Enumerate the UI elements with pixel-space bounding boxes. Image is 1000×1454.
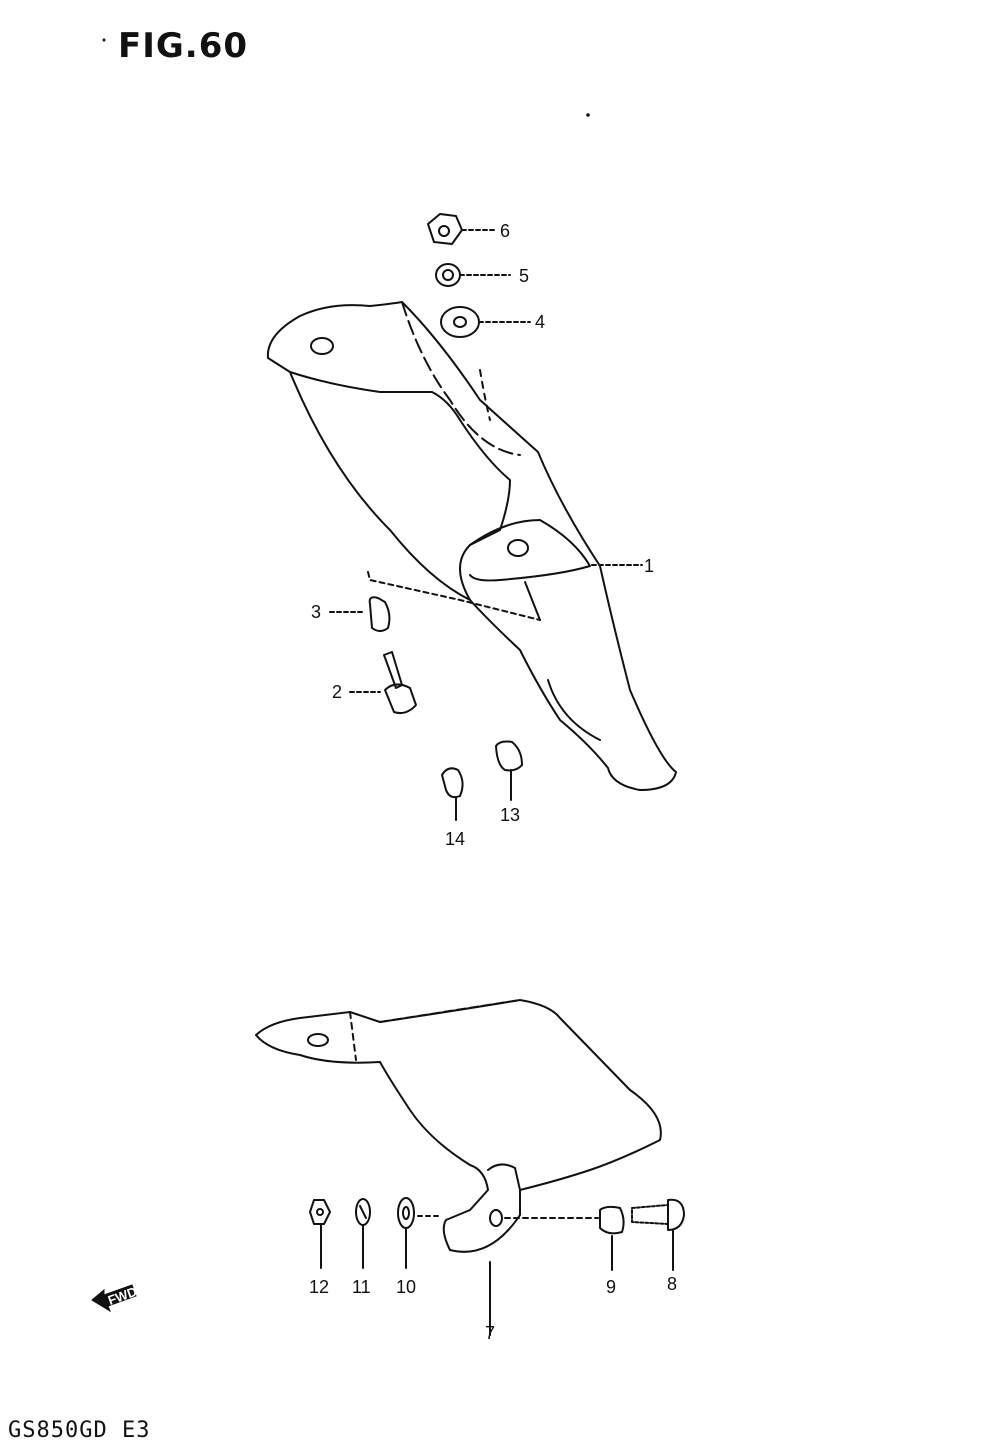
hex-bolt-part [631,1198,685,1271]
callout-14: 14 [445,829,465,849]
callout-10: 10 [396,1277,416,1297]
callout-3: 3 [311,602,321,622]
lower-bracket-part [255,999,662,1336]
callout-2: 2 [332,682,342,702]
figure-title: FIG.60 [118,26,249,66]
forward-arrow-icon: FWD [91,1284,139,1313]
washer-part-10 [397,1197,441,1269]
lock-washer-part [435,263,511,287]
nut-part-12 [309,1199,331,1269]
nut-part [427,213,497,245]
lock-washer-part-11 [355,1198,371,1269]
callout-12: 12 [309,1277,329,1297]
callout-5: 5 [519,266,529,286]
callout-6: 6 [500,221,510,241]
flat-washer-part [440,306,531,338]
forward-arrow-label: FWD [106,1284,139,1308]
clip-part [441,767,464,821]
bushing-part [495,740,523,801]
collar-part [329,596,391,632]
callout-4: 4 [535,312,545,332]
callout-8: 8 [667,1274,677,1294]
callout-7: 7 [485,1323,495,1343]
callout-13: 13 [500,805,520,825]
spacer-part [504,1205,625,1271]
callout-11: 11 [352,1277,371,1297]
bolt-part [349,651,417,715]
callout-9: 9 [606,1277,616,1297]
upper-guard-part [266,301,677,791]
callout-1: 1 [644,556,654,576]
model-code: GS850GD E3 [8,1418,151,1443]
